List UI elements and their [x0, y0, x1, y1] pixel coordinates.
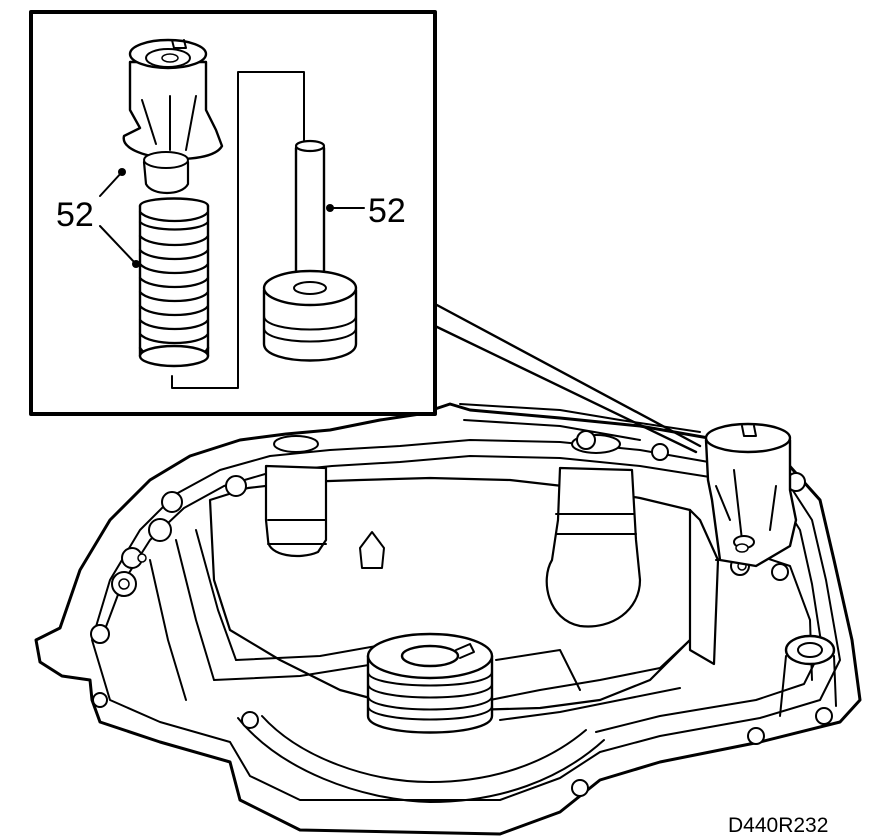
callout-label-left: 52 [56, 196, 94, 234]
valve-sleeve-part [122, 38, 224, 195]
callout-leaders [99, 168, 365, 268]
figure-code: D440R232 [728, 814, 828, 837]
detail-inset: 52 52 [29, 10, 702, 454]
transmission-housing [34, 402, 862, 836]
center-piston [366, 632, 494, 734]
installed-valve-sleeve [704, 422, 798, 568]
coil-spring-part [138, 197, 210, 368]
callout-label-right: 52 [368, 192, 406, 230]
plunger-part [262, 139, 358, 362]
bolt-holes [90, 430, 833, 797]
